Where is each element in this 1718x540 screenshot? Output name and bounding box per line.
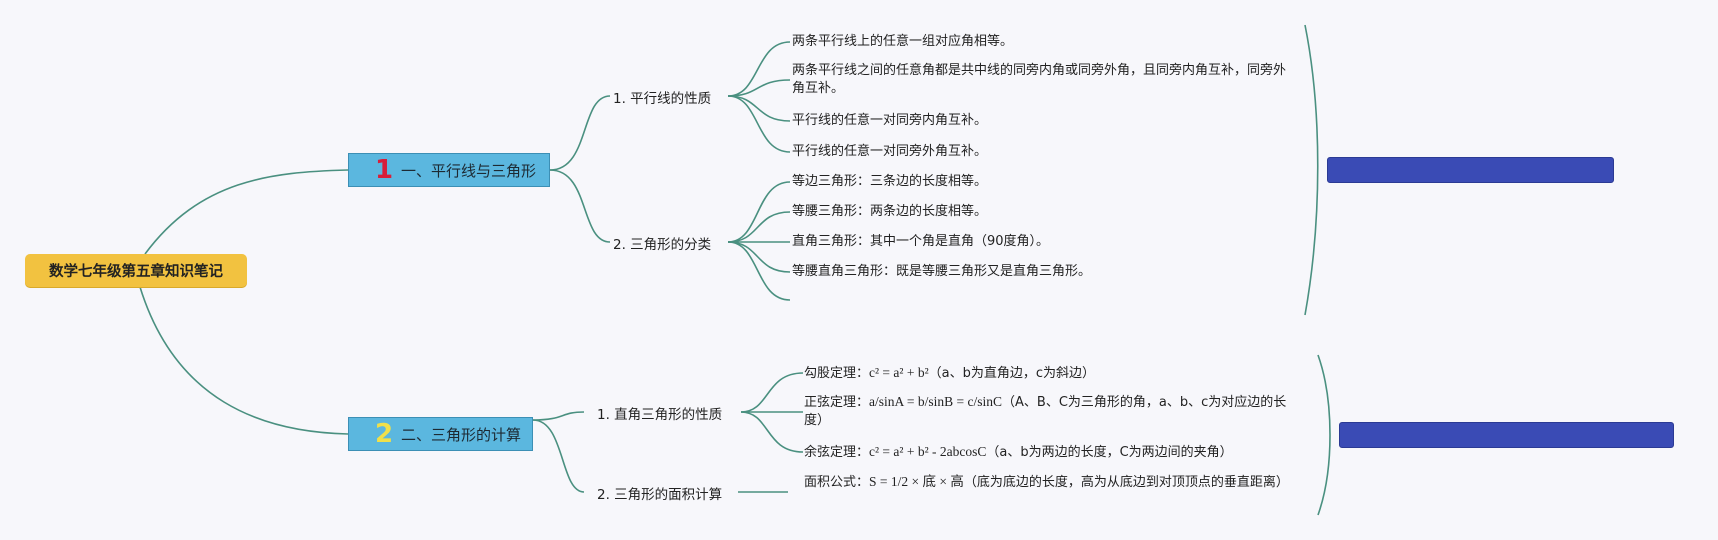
leaf-2-1-3[interactable]: 余弦定理：c² = a² + b² - 2abcosC（a、b为两边的长度，C为…: [804, 444, 1233, 460]
branch-label-1: 一、平行线与三角形: [401, 161, 537, 180]
leaf-1-1-1[interactable]: 两条平行线上的任意一组对应角相等。: [792, 34, 1014, 49]
connector-root-branch-1: [144, 169, 349, 255]
connector-root-branch-2: [139, 286, 349, 435]
branch-label-2: 二、三角形的计算: [401, 425, 522, 444]
summary-brace-2: [1317, 354, 1331, 516]
subtopic-2-2[interactable]: 2. 三角形的面积计算: [597, 487, 723, 503]
branch-number-1-icon: 1: [374, 155, 394, 185]
leaf-1-1-2[interactable]: 两条平行线之间的任意角都是共中线的同旁内角或同旁外角，且同旁内角互补，同旁外角互…: [792, 63, 1287, 96]
connector-b1-sub2: [549, 169, 611, 243]
leaf-1-1-3[interactable]: 平行线的任意一对同旁内角互补。: [792, 113, 988, 128]
root-topic-label: 数学七年级第五章知识笔记: [49, 264, 223, 280]
branch-topic-1[interactable]: 1 一、平行线与三角形: [348, 153, 550, 187]
leaf-1-2-1[interactable]: 等边三角形：三条边的长度相等。: [792, 174, 988, 189]
summary-brace-1: [1304, 24, 1319, 316]
summary-box-1[interactable]: [1327, 157, 1614, 183]
root-topic[interactable]: 数学七年级第五章知识笔记: [25, 254, 247, 287]
subtopic-1-2[interactable]: 2. 三角形的分类: [613, 237, 712, 253]
leaf-1-2-2[interactable]: 等腰三角形：两条边的长度相等。: [792, 204, 988, 219]
leaf-2-1-1[interactable]: 勾股定理：c² = a² + b²（a、b为直角边，c为斜边）: [804, 365, 1095, 381]
connector-b1-sub1: [549, 95, 611, 171]
subtopic-1-1[interactable]: 1. 平行线的性质: [613, 91, 712, 107]
leaf-1-2-4[interactable]: 等腰直角三角形：既是等腰三角形又是直角三角形。: [792, 264, 1092, 279]
leaf-2-1-2[interactable]: 正弦定理：a/sinA = b/sinB = c/sinC（A、B、C为三角形的…: [804, 394, 1287, 428]
summary-box-2[interactable]: [1339, 422, 1674, 448]
leaf-1-1-4[interactable]: 平行线的任意一对同旁外角互补。: [792, 144, 988, 159]
leaf-1-2-3[interactable]: 直角三角形：其中一个角是直角（90度角）。: [792, 234, 1050, 249]
branch-topic-2[interactable]: 2 二、三角形的计算: [348, 417, 533, 451]
branch-number-2-icon: 2: [374, 419, 394, 449]
leaf-2-2-1[interactable]: 面积公式：S = 1/2 × 底 × 高（底为底边的长度，高为从底边到对顶顶点的…: [804, 474, 1289, 490]
subtopic-2-1[interactable]: 1. 直角三角形的性质: [597, 407, 723, 423]
